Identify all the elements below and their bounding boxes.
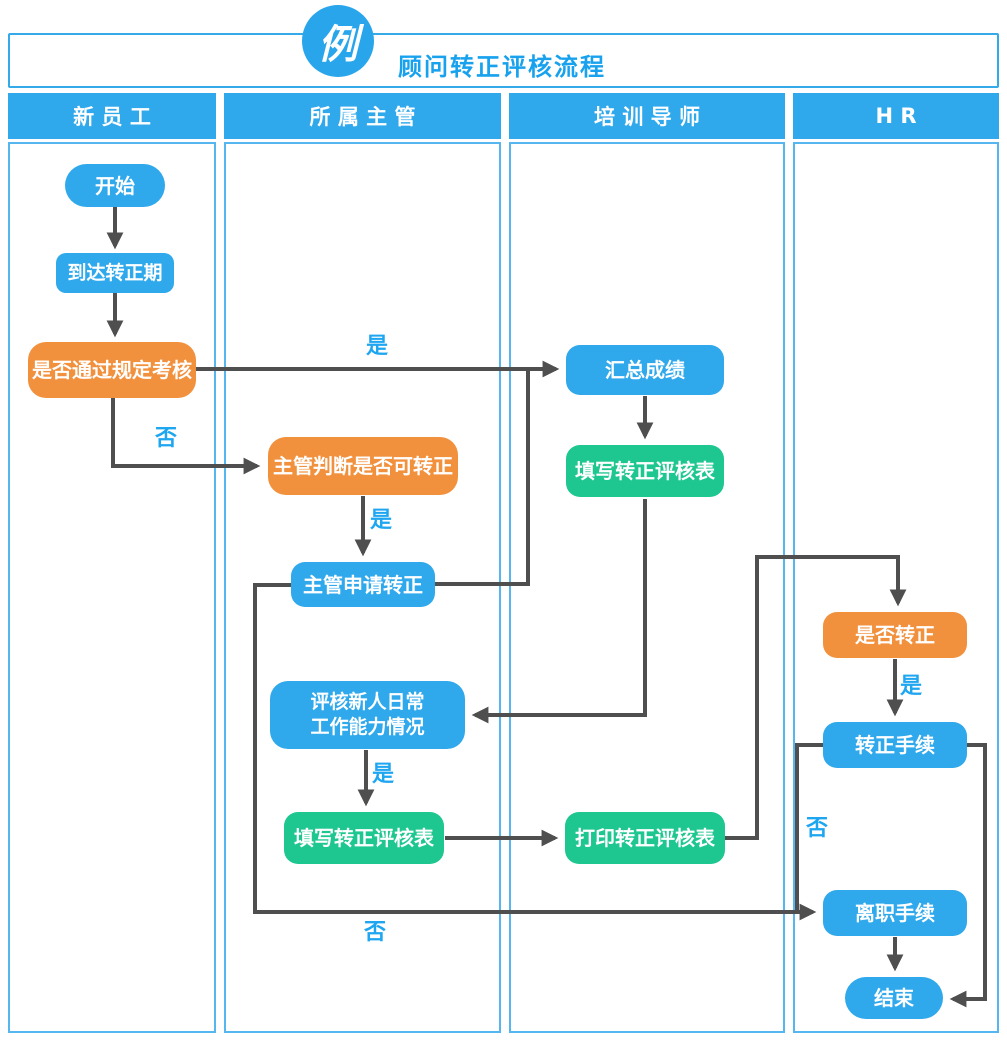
edge-label-no-regular: 否 bbox=[806, 816, 829, 841]
node-summarize-scores: 汇总成绩 bbox=[566, 345, 724, 395]
lane-header-supervisor: 所属主管 bbox=[224, 93, 501, 139]
edge-label-yes-passexam: 是 bbox=[366, 334, 389, 359]
node-print-form: 打印转正评核表 bbox=[565, 812, 725, 864]
node-pass-exam: 是否通过规定考核 bbox=[28, 342, 196, 398]
lane-header-mentor: 培训导师 bbox=[509, 93, 785, 139]
example-badge-text: 例 bbox=[318, 22, 358, 68]
lane-header-new-employee: 新员工 bbox=[8, 93, 216, 139]
title-bar bbox=[8, 33, 999, 88]
lane-body-mentor bbox=[509, 142, 785, 1033]
node-supervisor-judge: 主管判断是否可转正 bbox=[268, 437, 458, 495]
node-confirm-regular: 是否转正 bbox=[823, 612, 967, 658]
edge-label-no-bottom: 否 bbox=[364, 920, 387, 945]
node-resign-procedure: 离职手续 bbox=[823, 890, 967, 936]
example-badge: 例 bbox=[302, 5, 374, 77]
node-evaluate-daily: 评核新人日常 工作能力情况 bbox=[270, 681, 465, 749]
edge-label-yes-evaluate: 是 bbox=[372, 762, 395, 787]
node-mentor-fill-form: 填写转正评核表 bbox=[566, 445, 724, 497]
node-reach-period: 到达转正期 bbox=[56, 253, 174, 293]
page-title: 顾问转正评核流程 bbox=[398, 53, 606, 81]
node-start: 开始 bbox=[65, 164, 165, 207]
node-regular-procedure: 转正手续 bbox=[823, 722, 967, 768]
node-supervisor-apply: 主管申请转正 bbox=[291, 562, 435, 607]
lane-header-hr: HR bbox=[793, 93, 999, 139]
node-supervisor-fill-form: 填写转正评核表 bbox=[284, 812, 444, 864]
edge-label-yes-confirm: 是 bbox=[900, 674, 923, 699]
edge-label-no-passexam: 否 bbox=[155, 426, 178, 451]
edge-label-yes-judge: 是 bbox=[370, 508, 393, 533]
node-end: 结束 bbox=[845, 977, 943, 1019]
